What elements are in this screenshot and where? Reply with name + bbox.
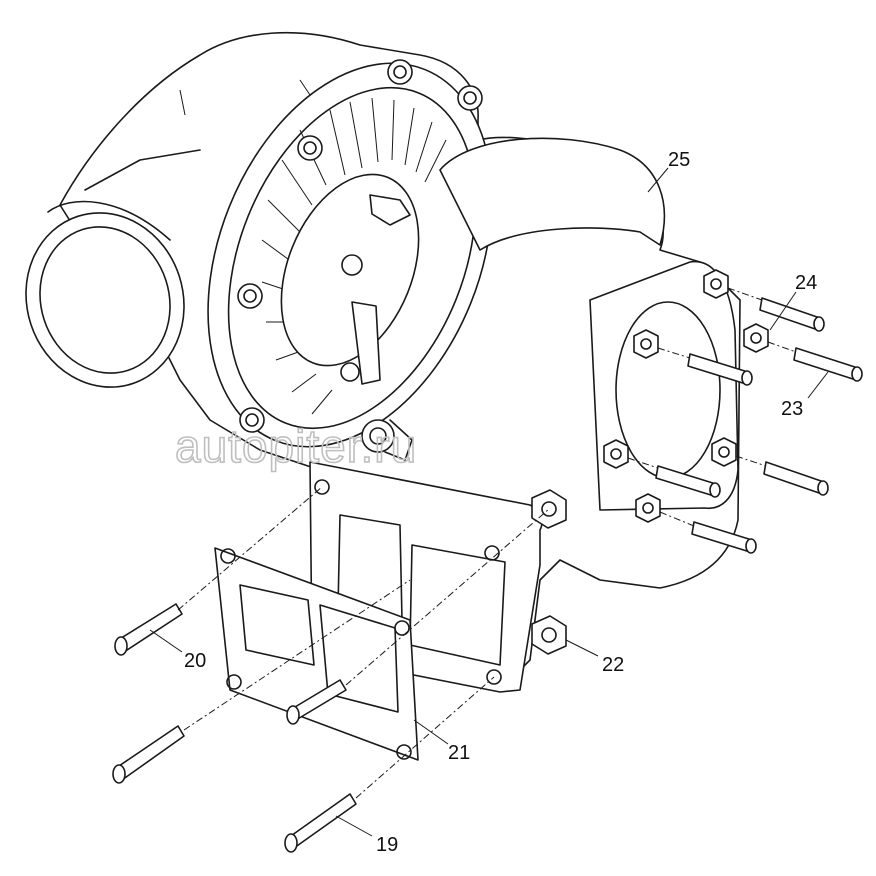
gasket-part-21: [214, 547, 419, 761]
nuts-part-22: [531, 489, 567, 655]
assembly-centerlines: [177, 287, 797, 799]
callout-24: 24: [795, 272, 817, 294]
compressor-fins: [261, 97, 447, 415]
stud-part-19: [284, 793, 357, 853]
studs-part-23: [655, 297, 863, 554]
leader-lines: [149, 167, 829, 837]
turbocharger-housing: [25, 31, 741, 693]
callout-21: 21: [448, 742, 470, 764]
callout-22: 22: [602, 654, 624, 676]
studs-part-20: [112, 603, 347, 784]
nuts-part-24: [603, 269, 769, 523]
callout-labels: 19 20 21 22 23 24 25: [184, 149, 817, 856]
callout-20: 20: [184, 650, 206, 672]
callout-23: 23: [781, 398, 803, 420]
housing-flange-bolts: [237, 59, 483, 433]
callout-25: 25: [668, 149, 690, 171]
watermark-text: autopiter.ru: [175, 420, 417, 472]
callout-19: 19: [376, 834, 398, 856]
